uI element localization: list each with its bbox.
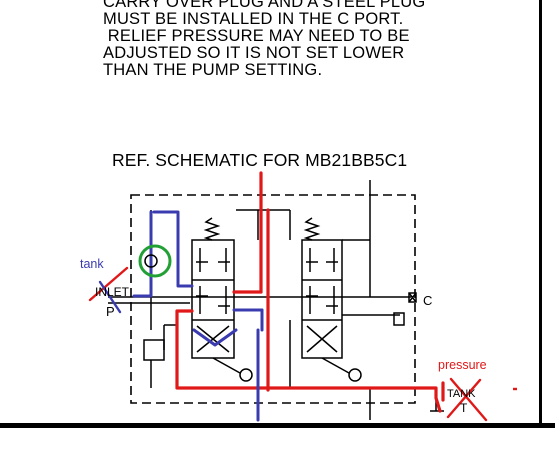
tank-cross-out-icon [446,377,488,422]
valve-body-outline [130,194,416,404]
spool-1-lever [239,368,253,382]
inlet-cross-out-icon [88,266,129,302]
note-line: RELIEF PRESSURE MAY NEED TO BE [103,27,410,45]
tank-annotation: tank [80,257,104,271]
spool-2-spring [303,217,321,241]
relief-valve [143,339,165,361]
inlet-tank-cross-icon [98,280,122,314]
internal-passages [108,180,444,420]
pressure-line-markup [175,171,445,413]
p-port-label: P [106,304,115,319]
note-line: THAN THE PUMP SETTING. [103,61,323,79]
spool-valve-2 [301,217,362,382]
frame-bottom-edge [0,423,555,428]
inlet-label: INLET [95,285,130,299]
check-valve-icon [144,254,158,268]
c-port-label: C [423,293,432,308]
schematic-title: REF. SCHEMATIC FOR MB21BB5C1 [112,150,408,170]
tank-port-label: TANK [447,388,476,400]
note-line: CARRY OVER PLUG AND A STEEL PLUG [103,0,426,11]
spool-2-body [301,239,343,359]
c-port-plug [393,312,405,326]
pressure-annotation: pressure [438,358,487,372]
t-port-label: T [460,401,468,415]
check-valve-highlight [138,244,172,278]
spool-1-body [191,239,235,359]
note-line: MUST BE INSTALLED IN THE C PORT. [103,10,404,28]
tank-line-markup [132,210,264,422]
note-line: ADJUSTED SO IT IS NOT SET LOWER [103,44,405,62]
spool-valve-1 [191,217,253,382]
installation-note: CARRY OVER PLUG AND A STEEL PLUG MUST BE… [103,0,523,79]
frame-right-edge [539,0,542,425]
c-port-marker [408,292,417,303]
spool-1-spring [203,217,221,241]
spool-2-lever [348,368,362,382]
